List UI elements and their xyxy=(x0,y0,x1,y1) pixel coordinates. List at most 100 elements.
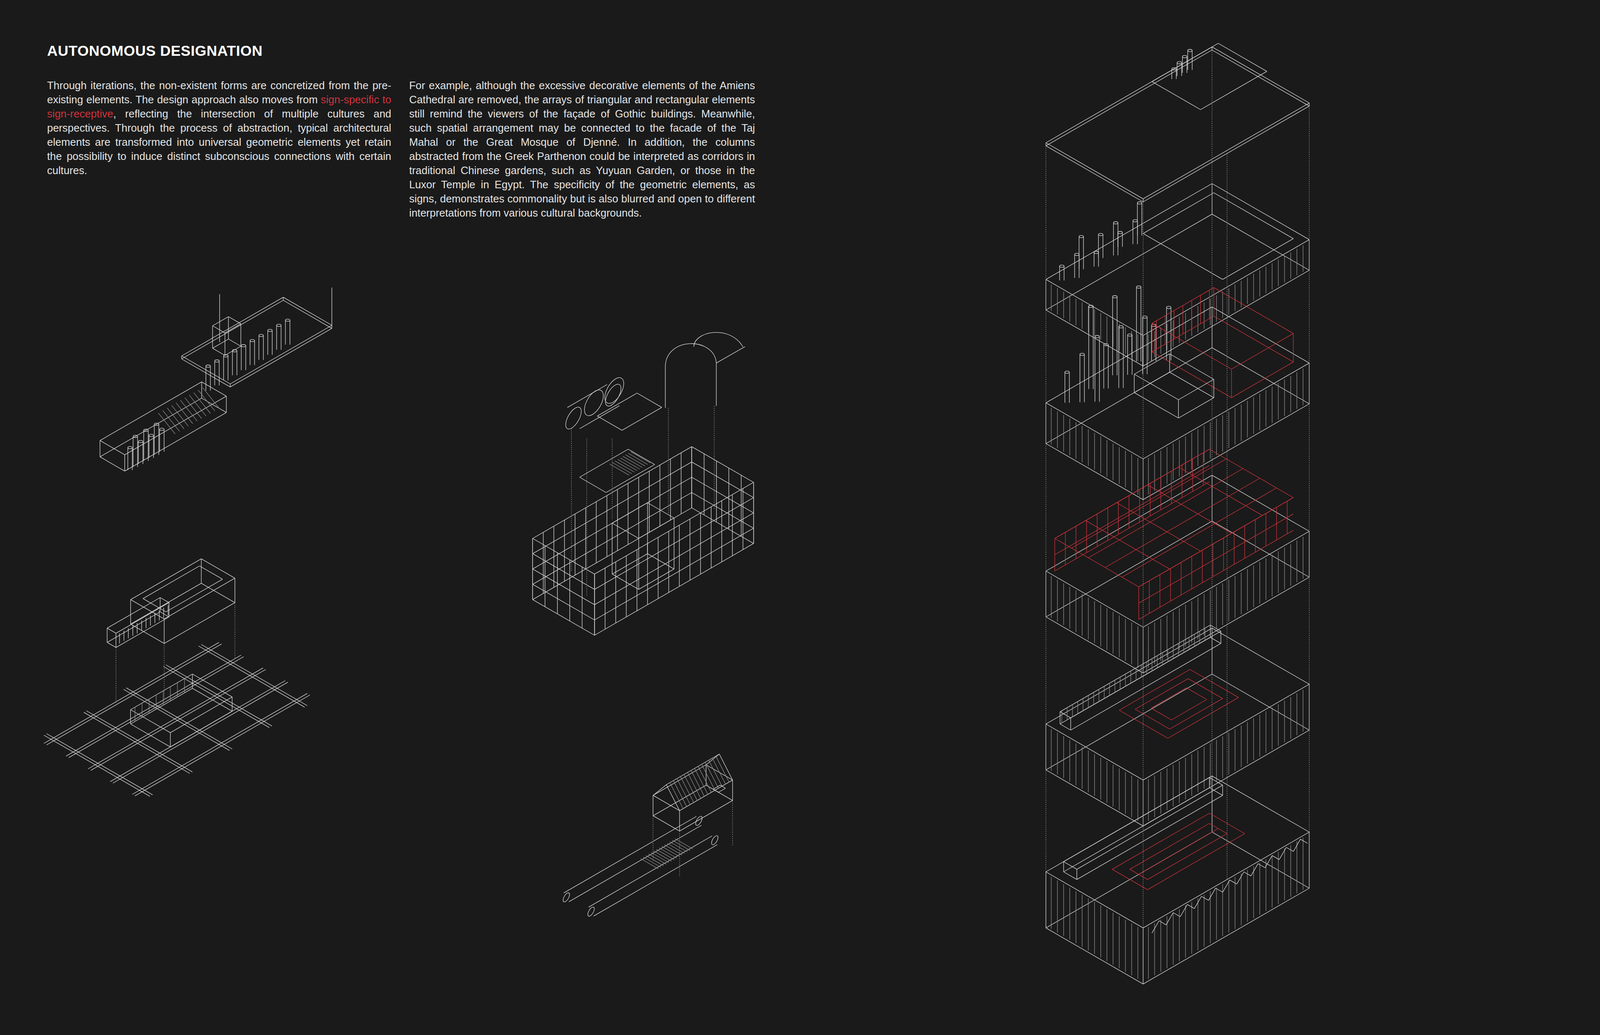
drawing-line xyxy=(1186,56,1188,73)
drawing-line xyxy=(1152,352,1232,398)
drawing-line xyxy=(713,785,721,790)
drawing-line xyxy=(1253,866,1254,919)
drawing-line xyxy=(651,852,669,863)
drawing-line xyxy=(1250,864,1258,877)
drawing-line xyxy=(1094,601,1095,643)
drawing-line xyxy=(1136,285,1142,288)
drawing-line xyxy=(1125,674,1126,687)
drawing-line xyxy=(1082,425,1083,463)
drawing-line xyxy=(1087,429,1089,467)
drawing-line xyxy=(1141,202,1143,236)
drawing-line xyxy=(532,600,595,636)
drawing-line xyxy=(43,735,150,797)
drawing-line xyxy=(1095,335,1100,338)
drawing-line xyxy=(228,339,241,347)
drawing-line xyxy=(1130,823,1210,870)
drawing-line xyxy=(1075,298,1077,326)
drawing-line xyxy=(164,602,235,644)
drawing-line xyxy=(1054,449,1210,539)
drawing-line xyxy=(107,597,160,629)
drawing-line xyxy=(1213,287,1215,317)
drawing-line xyxy=(1063,415,1064,452)
drawing-line xyxy=(732,800,733,847)
drawing-line xyxy=(1069,295,1070,323)
drawing-line xyxy=(1045,521,1213,618)
drawing-line xyxy=(147,430,149,461)
drawing-line xyxy=(1309,832,1310,889)
drawing-line xyxy=(230,325,333,385)
drawing-line xyxy=(1203,747,1205,789)
drawing-line xyxy=(1063,266,1065,281)
drawing-line xyxy=(1072,705,1073,718)
drawing-line xyxy=(1151,708,1172,720)
drawing-line xyxy=(586,438,588,597)
drawing-line xyxy=(1247,400,1248,438)
drawing-line xyxy=(1125,619,1126,661)
drawing-line xyxy=(1169,698,1223,730)
drawing-line xyxy=(1154,454,1155,492)
drawing-line xyxy=(1216,418,1217,456)
drawing-line xyxy=(1147,833,1245,890)
drawing-line xyxy=(1185,905,1186,958)
drawing-line xyxy=(331,325,333,329)
drawing-line xyxy=(236,350,238,376)
drawing-line xyxy=(205,366,207,391)
drawing-line xyxy=(289,320,290,345)
drawing-line xyxy=(1094,902,1095,955)
drawing-line xyxy=(1210,422,1211,460)
drawing-line xyxy=(228,316,241,324)
drawing-line xyxy=(159,428,165,431)
drawing-line xyxy=(1277,259,1279,287)
drawing-line xyxy=(189,395,206,417)
drawing-line xyxy=(1240,725,1242,768)
intro-paragraph: Through iterations, the non-existent for… xyxy=(47,78,392,178)
drawing-line xyxy=(1146,317,1148,375)
drawing-line xyxy=(1134,372,1170,393)
drawing-line xyxy=(532,507,692,600)
drawing-line xyxy=(1094,336,1095,403)
drawing-line xyxy=(115,647,117,705)
drawing-line xyxy=(1212,674,1310,731)
drawing-line xyxy=(1063,583,1064,625)
drawing-line xyxy=(276,325,277,350)
drawing-line xyxy=(201,398,227,413)
drawing-line xyxy=(123,689,230,751)
drawing-line xyxy=(563,816,697,894)
drawing-line xyxy=(1296,841,1298,894)
drawing-line xyxy=(1160,920,1161,973)
drawing-line xyxy=(609,464,630,476)
drawing-line xyxy=(1059,266,1060,281)
drawing-line xyxy=(1178,467,1263,516)
drawing-line xyxy=(652,765,706,796)
drawing-line xyxy=(1094,309,1095,337)
drawing-line xyxy=(1125,327,1126,355)
drawing-line xyxy=(1082,747,1083,789)
drawing-line xyxy=(43,642,219,744)
drawing-line xyxy=(1253,397,1254,435)
drawing-line xyxy=(1199,631,1200,644)
drawing-line xyxy=(593,845,718,917)
drawing-line xyxy=(1169,372,1214,398)
drawing-line xyxy=(1093,692,1094,705)
drawing-line xyxy=(1060,724,1071,731)
drawing-line xyxy=(1075,590,1077,633)
drawing-line xyxy=(1234,407,1235,445)
drawing-line xyxy=(1045,142,1143,200)
drawing-line xyxy=(1074,254,1075,278)
drawing-line xyxy=(1112,813,1210,870)
drawing-line xyxy=(1210,743,1211,786)
drawing-line xyxy=(181,300,284,360)
drawing-line xyxy=(1137,202,1138,236)
drawing-line xyxy=(46,644,222,745)
drawing-line xyxy=(130,674,193,710)
drawing-line xyxy=(1169,354,1214,380)
drawing-line xyxy=(1117,232,1118,247)
drawing-line xyxy=(1290,697,1291,739)
drawing-line xyxy=(1148,927,1149,980)
drawing-line xyxy=(267,329,273,332)
drawing-line xyxy=(1137,927,1138,980)
drawing-line xyxy=(1218,43,1268,72)
drawing-line xyxy=(163,429,165,453)
drawing-line xyxy=(225,323,241,333)
drawing-line xyxy=(1118,325,1124,328)
